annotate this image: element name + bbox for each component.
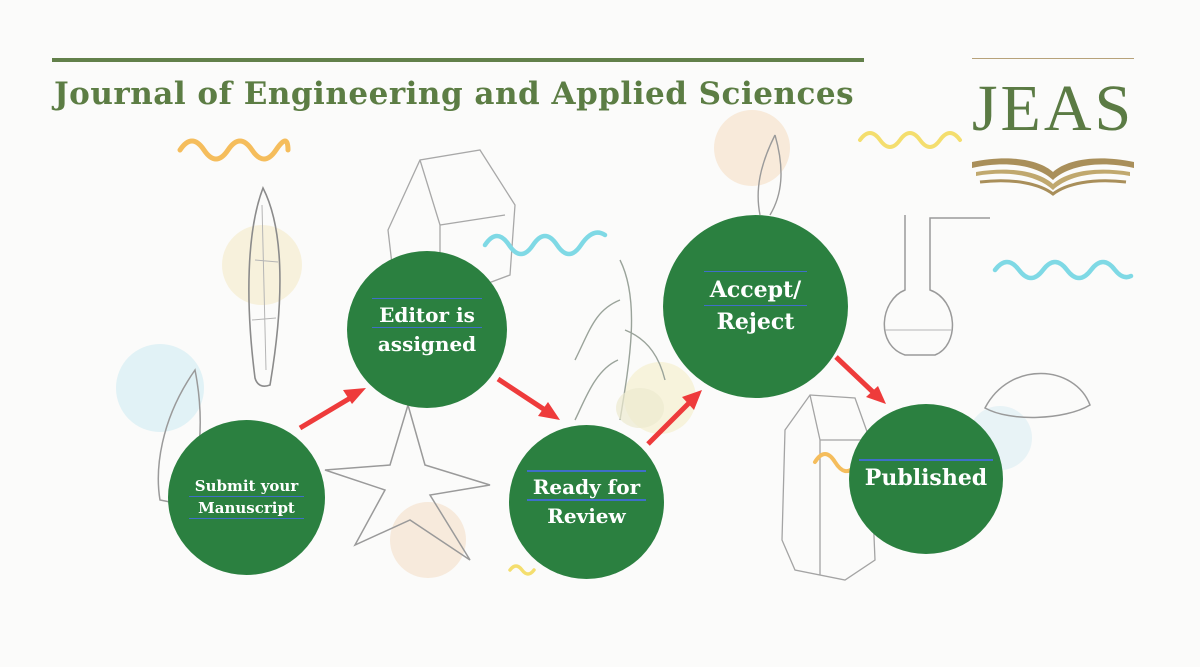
open-book-icon <box>972 158 1134 196</box>
arrow-review-to-accept <box>646 400 692 446</box>
workflow-arrows <box>298 355 886 446</box>
logo-text: JEAS <box>971 72 1135 145</box>
step-label: Submit your Manuscript <box>188 476 305 520</box>
step-label-line1: Editor is <box>379 302 475 327</box>
step-accept-reject: Accept/ Reject <box>663 215 848 398</box>
squiggle-orange <box>177 138 291 162</box>
step-ready-for-review: Ready for Review <box>509 425 664 579</box>
underline <box>703 270 808 273</box>
dotted-circle-yellow <box>222 225 302 305</box>
arrow-accept-to-published <box>834 355 876 395</box>
squiggle-yellow-2 <box>508 564 536 576</box>
dotted-circle-orange <box>390 502 466 578</box>
step-label: Published <box>858 459 994 495</box>
underline <box>371 326 483 328</box>
arrow-submit-to-editor <box>298 394 354 431</box>
step-label: Ready for Review <box>526 470 647 531</box>
step-label: Editor is assigned <box>371 297 483 359</box>
step-label-line1: Ready for <box>532 475 641 499</box>
feather-sketch <box>757 134 782 216</box>
logo-rule <box>972 58 1134 59</box>
dotted-circle-peach <box>714 110 790 186</box>
shell-sketch <box>983 372 1091 419</box>
step-label-line2: Review <box>547 504 626 528</box>
underline <box>858 459 994 461</box>
step-submit-manuscript: Submit your Manuscript <box>168 420 325 575</box>
squiggle-yellow <box>858 131 962 149</box>
step-label: Accept/ Reject <box>703 270 808 339</box>
underline <box>188 517 305 520</box>
tall-crystal-sketch <box>781 394 876 581</box>
dotted-circle-blue <box>116 344 204 432</box>
step-label-line2: Reject <box>716 308 795 335</box>
underline <box>703 304 808 307</box>
starfish-sketch <box>324 402 491 561</box>
arrow-editor-to-review <box>496 376 547 413</box>
squiggle-cyan-2 <box>992 259 1134 281</box>
step-label-line2: Manuscript <box>198 498 295 517</box>
step-published: Published <box>849 404 1003 554</box>
step-label-line2: assigned <box>377 331 477 356</box>
step-label-line1: Accept/ <box>709 276 802 303</box>
squiggle-cyan <box>482 230 608 257</box>
flask-sketch <box>883 215 990 356</box>
fern-sketch <box>574 259 666 421</box>
step-editor-assigned: Editor is assigned <box>347 251 507 408</box>
title-rule <box>52 58 864 62</box>
step-label-line1: Published <box>864 465 988 492</box>
journal-logo: JEAS <box>968 58 1138 208</box>
step-label-line1: Submit your <box>194 476 299 495</box>
underline <box>188 495 305 498</box>
page-title: Journal of Engineering and Applied Scien… <box>54 76 855 112</box>
stone-blade-sketch <box>248 186 281 387</box>
underline <box>526 470 647 472</box>
underline <box>371 297 483 299</box>
underline <box>526 499 647 501</box>
